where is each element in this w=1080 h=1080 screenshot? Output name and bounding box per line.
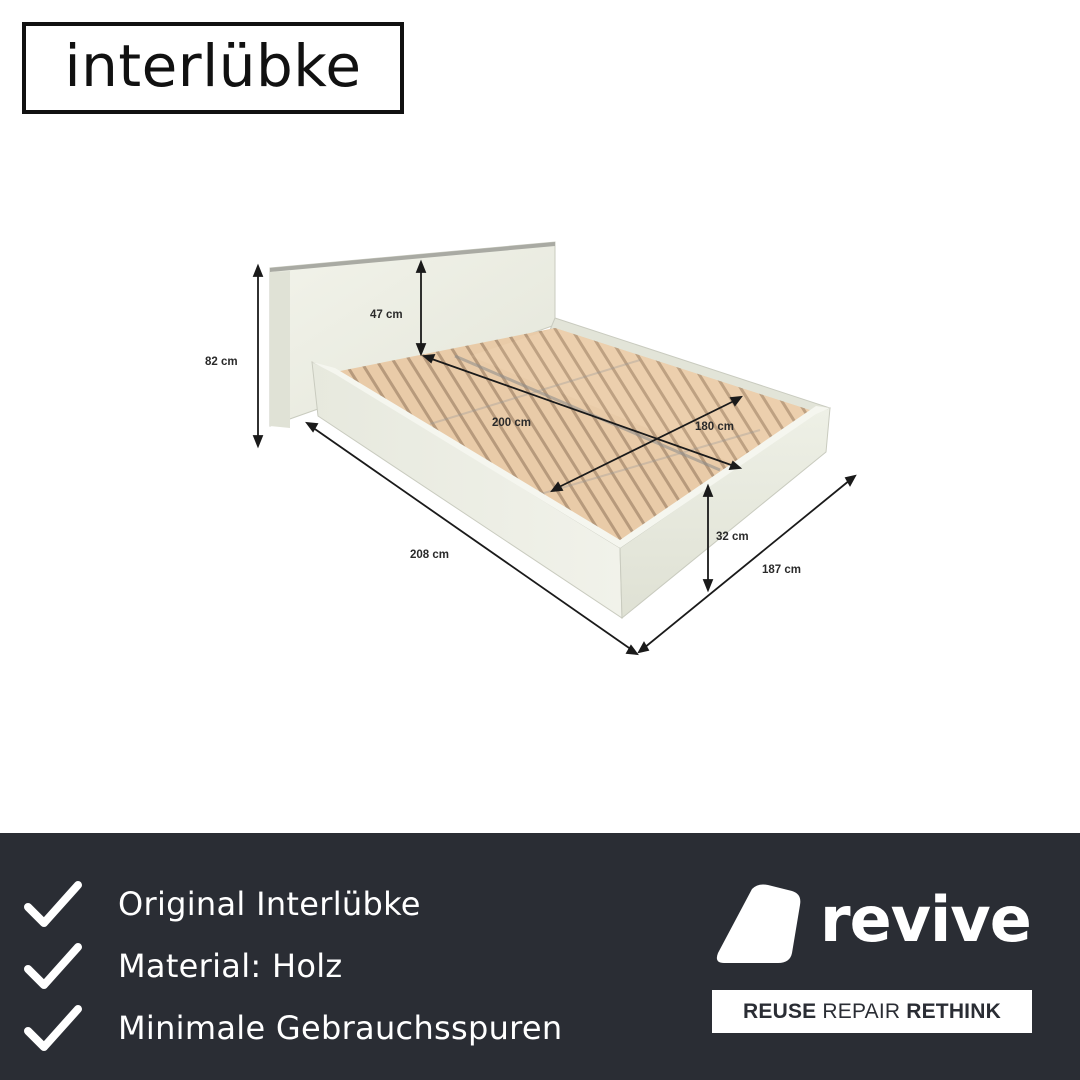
tagline-rethink: RETHINK	[906, 999, 1001, 1023]
tagline-repair: REPAIR	[822, 999, 901, 1023]
revive-logo: revive	[712, 879, 1042, 969]
dim-mattress-width: 180 cm	[695, 421, 734, 433]
dim-total-height: 82 cm	[205, 356, 238, 368]
checkmark-icon	[24, 1005, 82, 1051]
revive-shape-icon	[716, 884, 801, 963]
tagline-reuse: REUSE	[743, 999, 817, 1023]
revive-tagline: REUSE REPAIR RETHINK	[712, 990, 1032, 1033]
feature-banner: Original Interlübke Material: Holz Minim…	[0, 833, 1080, 1080]
feature-list: Original Interlübke Material: Holz Minim…	[24, 873, 664, 1059]
brand-name: interlübke	[64, 32, 362, 100]
feature-item: Minimale Gebrauchsspuren	[24, 997, 664, 1059]
dim-headboard-height: 47 cm	[370, 309, 403, 321]
feature-label: Minimale Gebrauchsspuren	[118, 1009, 563, 1047]
dim-frame-height: 32 cm	[716, 531, 749, 543]
dim-mattress-length: 200 cm	[492, 417, 531, 429]
bed-illustration: 82 cm 47 cm 200 cm 180 cm 32 cm 208 cm 1…	[205, 241, 857, 656]
dimension-lines	[252, 259, 857, 656]
dim-total-length: 208 cm	[410, 549, 449, 561]
dim-total-width: 187 cm	[762, 564, 801, 576]
revive-wordmark: revive	[820, 883, 1032, 956]
feature-label: Original Interlübke	[118, 885, 421, 923]
feature-label: Material: Holz	[118, 947, 343, 985]
checkmark-icon	[24, 881, 82, 927]
feature-item: Original Interlübke	[24, 873, 664, 935]
bed-frame-foot	[619, 406, 831, 620]
checkmark-icon	[24, 943, 82, 989]
feature-item: Material: Holz	[24, 935, 664, 997]
brand-logo: interlübke	[22, 22, 404, 114]
